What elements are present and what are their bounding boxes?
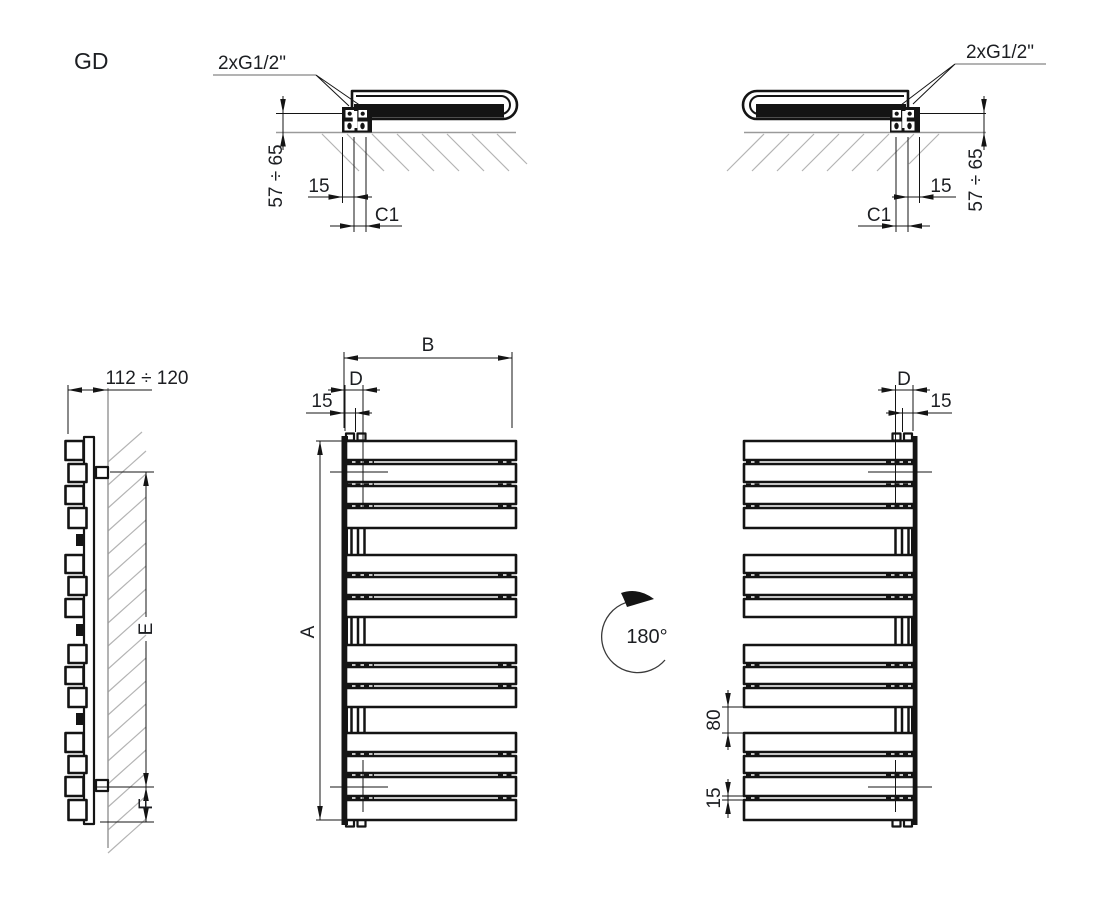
dim-text: 15	[311, 391, 332, 412]
rotation-arrow-icon	[621, 591, 654, 607]
arrowheads	[981, 99, 987, 147]
panel-stack-front	[742, 439, 916, 822]
extension-lines	[895, 137, 920, 232]
wall-hatch	[321, 133, 528, 172]
dim-text: C1	[375, 205, 399, 226]
arrowheads	[725, 782, 731, 814]
dim-height-A: A	[298, 440, 342, 821]
slot-icon	[894, 122, 899, 130]
tube-stubs	[76, 534, 84, 725]
arrowheads	[888, 410, 928, 416]
arrowheads	[882, 223, 922, 229]
connection-callout: 2xG1/2"	[900, 42, 1046, 106]
slot-icon	[907, 122, 912, 130]
collector-front	[341, 436, 348, 825]
arrowheads	[328, 194, 368, 200]
dim-text: B	[422, 335, 435, 356]
dim-text: 57 ÷ 65	[266, 144, 287, 207]
center-marks	[868, 471, 932, 812]
dim-mount-bottom: F	[100, 787, 157, 823]
arrowheads	[894, 194, 934, 200]
model-label: GD	[74, 48, 109, 74]
dim-offset-15: 15	[886, 391, 952, 432]
rotation-symbol: 180°	[601, 591, 668, 674]
dim-text: A	[298, 625, 319, 638]
dim-text: D	[897, 369, 911, 390]
dim-text: D	[349, 369, 363, 390]
rotated-front-view: D 15 80 15	[704, 369, 952, 828]
top-left-connection-view: 2xG1/2" 57 ÷ 65 15 C1	[213, 53, 528, 232]
dim-offset-D: D	[878, 369, 930, 508]
screw-icon	[894, 111, 899, 116]
connection-label: 2xG1/2"	[218, 53, 286, 74]
riser-tubes	[350, 526, 366, 735]
panel-joint-dashes	[746, 460, 913, 801]
dim-text: F	[136, 798, 157, 810]
collector-top-view	[756, 104, 906, 118]
wall-bracket	[94, 465, 110, 793]
dim-text: 15	[704, 787, 725, 808]
panel-joint-dashes	[347, 460, 514, 801]
arrowheads	[881, 387, 927, 393]
arrowheads	[68, 387, 107, 393]
arrowheads	[330, 410, 370, 416]
collector-top-view	[354, 104, 504, 118]
dim-panel-gap: 15	[704, 779, 746, 818]
screw-icon	[347, 111, 352, 116]
arrowheads	[143, 787, 149, 822]
leader-lines	[900, 63, 956, 106]
leader-lines	[315, 74, 362, 107]
front-view: B A D 15	[298, 335, 518, 828]
arrowheads	[331, 387, 377, 393]
screw-icon	[907, 111, 912, 116]
panel-stack-front	[344, 439, 518, 822]
dim-wall-clearance: 57 ÷ 65	[266, 96, 287, 208]
wall-hatch	[726, 133, 940, 172]
riser-tubes	[894, 526, 910, 735]
side-view: 112 ÷ 120 E F	[64, 368, 189, 854]
dim-depth: 112 ÷ 120	[67, 368, 189, 434]
dim-text: 57 ÷ 65	[966, 148, 987, 211]
extension-lines	[344, 385, 364, 508]
dim-mount-span: E	[96, 471, 157, 788]
dim-text: 15	[930, 391, 951, 412]
arrowheads	[280, 99, 286, 147]
center-marks	[330, 471, 388, 812]
dim-axis-spacing: C1	[330, 205, 402, 229]
collector-front	[911, 436, 918, 825]
panel-stack-side	[64, 439, 88, 822]
extension-lines	[96, 471, 154, 788]
top-right-connection-view: 2xG1/2" 57 ÷ 65 15 C1	[726, 42, 1046, 232]
rotation-arc	[601, 599, 666, 674]
dim-text: 15	[930, 176, 951, 197]
dim-offset-15: 15	[306, 391, 372, 432]
dim-group-gap: 80	[704, 690, 746, 750]
slot-icon	[347, 122, 352, 130]
dim-axis-spacing: C1	[858, 205, 930, 229]
screw-icon	[360, 111, 365, 116]
extension-lines	[895, 385, 914, 508]
dim-text: E	[136, 623, 157, 636]
extension-lines	[722, 706, 746, 734]
dim-text: 80	[704, 709, 725, 730]
slot-icon	[360, 122, 365, 130]
dim-wall-clearance: 57 ÷ 65	[966, 96, 987, 212]
extension-lines	[342, 137, 367, 232]
dim-offset-D: D	[328, 369, 380, 508]
dim-text: 15	[308, 176, 329, 197]
arrowheads	[340, 223, 380, 229]
dim-text: 112 ÷ 120	[106, 368, 189, 389]
wall-hatch	[107, 431, 147, 854]
connection-callout: 2xG1/2"	[213, 53, 362, 107]
dim-offset-15: 15	[892, 137, 956, 232]
arrowheads	[725, 693, 731, 747]
rotation-angle: 180°	[626, 626, 667, 648]
dim-offset-15: 15	[308, 137, 372, 232]
dim-text: C1	[867, 205, 891, 226]
extension-lines	[722, 795, 746, 801]
connection-label: 2xG1/2"	[966, 42, 1034, 63]
